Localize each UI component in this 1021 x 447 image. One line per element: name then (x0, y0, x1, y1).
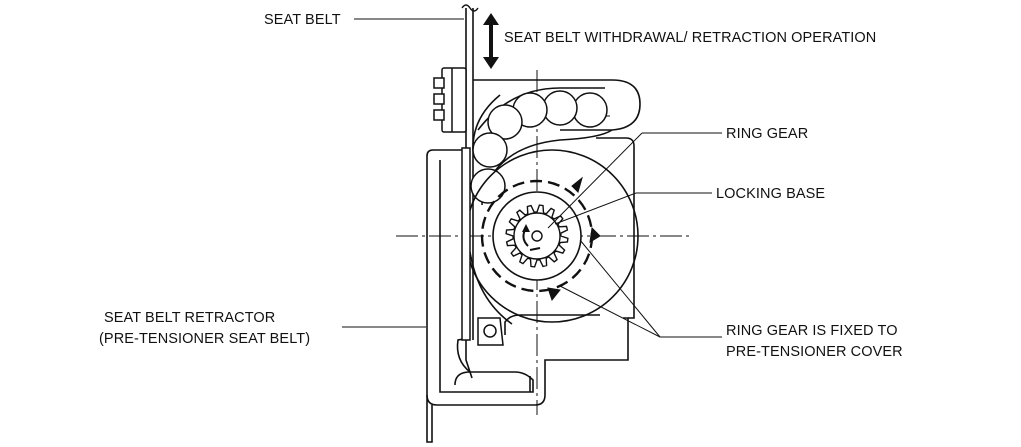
labels: SEAT BELT SEAT BELT WITHDRAWAL/ RETRACTI… (99, 12, 903, 360)
label-ring-gear: RING GEAR (726, 126, 808, 142)
retractor-housing (426, 137, 635, 443)
label-retractor-line2: (PRE-TENSIONER SEAT BELT) (99, 331, 310, 347)
mounting-plate (433, 67, 467, 133)
label-retractor-line1: SEAT BELT RETRACTOR (104, 310, 275, 326)
locking-pawl (461, 147, 504, 346)
label-locking-base: LOCKING BASE (716, 186, 825, 202)
pretensioner-balls (470, 90, 608, 204)
label-fixed-line2: PRE-TENSIONER COVER (726, 344, 903, 360)
label-fixed-line1: RING GEAR IS FIXED TO (726, 323, 898, 339)
withdrawal-retraction-arrow (483, 13, 499, 69)
label-withdrawal-retraction: SEAT BELT WITHDRAWAL/ RETRACTION OPERATI… (504, 30, 876, 46)
ring-gear (480, 176, 601, 302)
pinion-gear (505, 204, 569, 268)
leader-lines (342, 18, 722, 338)
label-seat-belt: SEAT BELT (264, 12, 341, 28)
